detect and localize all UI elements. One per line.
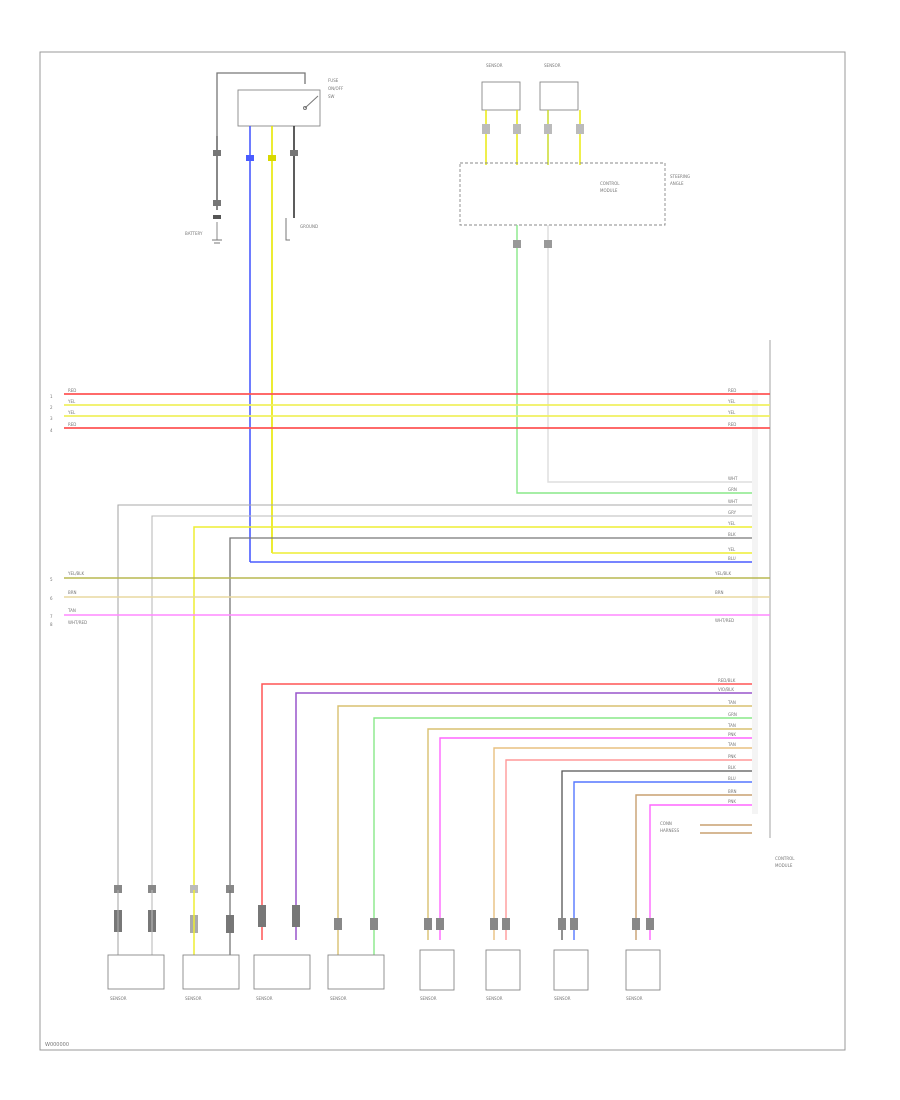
svg-text:PNK: PNK (728, 732, 736, 737)
svg-text:STEERING: STEERING (670, 174, 690, 179)
svg-text:SENSOR: SENSOR (554, 996, 571, 1001)
svg-text:YEL: YEL (727, 521, 736, 526)
marker-2: 2 (50, 405, 53, 410)
marker-6: 6 (50, 596, 53, 601)
svg-text:PNK: PNK (728, 754, 736, 759)
sensor-block: SENSOR SENSOR CONTROL MODULE STEERING AN… (459, 63, 752, 494)
top-bus: 1 2 3 4 RED YEL YEL RED RED YEL YEL RED (50, 388, 770, 433)
svg-text:YEL: YEL (727, 399, 736, 404)
switch-label-1: FUSE (328, 78, 339, 83)
switch-label-2: ON/OFF (328, 86, 344, 91)
svg-text:ANGLE: ANGLE (670, 181, 684, 186)
lower-wires: CONN HARNESS RED/BLK VIO/BLK TAN GRN TAN… (261, 678, 752, 940)
svg-text:PNK: PNK (728, 799, 736, 804)
svg-text:RED: RED (728, 422, 736, 427)
mid-bus: 5 6 7 8 YEL/BLK BRN TAN WHT/RED YEL/BLK … (50, 571, 770, 627)
svg-text:BRN: BRN (728, 789, 737, 794)
svg-text:HARNESS: HARNESS (660, 828, 680, 833)
svg-text:WHT: WHT (728, 476, 738, 481)
right-label-2: BRN (715, 590, 724, 595)
left-label-2: BRN (68, 590, 77, 595)
svg-text:SENSOR: SENSOR (110, 996, 127, 1001)
svg-text:TAN: TAN (727, 723, 736, 728)
right-label-3: WHT/RED (715, 618, 734, 623)
left-label-3: TAN (67, 608, 76, 613)
svg-text:RED: RED (728, 388, 736, 393)
marker-4: 4 (50, 428, 53, 433)
svg-text:SENSOR: SENSOR (544, 63, 561, 68)
svg-text:BLK: BLK (728, 765, 736, 770)
svg-text:SENSOR: SENSOR (185, 996, 202, 1001)
svg-text:SENSOR: SENSOR (626, 996, 643, 1001)
svg-text:MODULE: MODULE (775, 863, 793, 868)
svg-text:GRY: GRY (728, 510, 737, 515)
svg-text:SENSOR: SENSOR (486, 996, 503, 1001)
svg-text:CONTROL: CONTROL (600, 181, 620, 186)
svg-text:BLU: BLU (728, 776, 736, 781)
svg-text:TAN: TAN (727, 742, 736, 747)
wire-code-yel: YEL (67, 399, 76, 404)
marker-1: 1 (50, 394, 53, 399)
svg-text:VIO/BLK: VIO/BLK (718, 687, 734, 692)
marker-3: 3 (50, 416, 53, 421)
marker-5: 5 (50, 577, 53, 582)
svg-text:SENSOR: SENSOR (486, 63, 503, 68)
left-label-1: YEL/BLK (67, 571, 85, 576)
right-label-1: YEL/BLK (714, 571, 732, 576)
svg-text:CONTROL: CONTROL (775, 856, 795, 861)
diagram-code: W000000 (45, 1042, 70, 1048)
svg-text:GRN: GRN (728, 487, 737, 492)
svg-text:YEL: YEL (727, 410, 736, 415)
svg-text:GRN: GRN (728, 712, 737, 717)
wire-code-yel-2: YEL (67, 410, 76, 415)
svg-text:BLK: BLK (728, 532, 736, 537)
wire-code-red: RED (68, 388, 76, 393)
svg-text:CONN: CONN (660, 821, 672, 826)
ground-label: GROUND (300, 224, 318, 229)
left-label-4: WHT/RED (68, 620, 87, 625)
svg-text:WHT: WHT (728, 499, 738, 504)
svg-text:BLU: BLU (728, 556, 736, 561)
svg-text:SENSOR: SENSOR (330, 996, 347, 1001)
switch-label-3: SW (328, 94, 335, 99)
marker-8: 8 (50, 622, 53, 627)
battery-label: BATTERY (185, 231, 203, 236)
svg-text:YEL: YEL (727, 547, 736, 552)
diagram-frame (39, 51, 846, 1051)
switch-assembly: FUSE ON/OFF SW BATTERY GROUND (185, 72, 344, 562)
feed-lines: WHT GRY YEL BLK YEL BLU GRN WHT (117, 476, 752, 890)
svg-text:TAN: TAN (727, 700, 736, 705)
bottom-sensors: SENSOR SENSOR SENSOR SENSOR SENSOR SENSO… (107, 885, 661, 1001)
wire-code-red-2: RED (68, 422, 76, 427)
svg-text:MODULE: MODULE (600, 188, 618, 193)
marker-7: 7 (50, 614, 53, 619)
svg-text:SENSOR: SENSOR (256, 996, 273, 1001)
connector-strip: CONTROL MODULE (752, 340, 795, 868)
svg-text:RED/BLK: RED/BLK (718, 678, 736, 683)
svg-text:SENSOR: SENSOR (420, 996, 437, 1001)
